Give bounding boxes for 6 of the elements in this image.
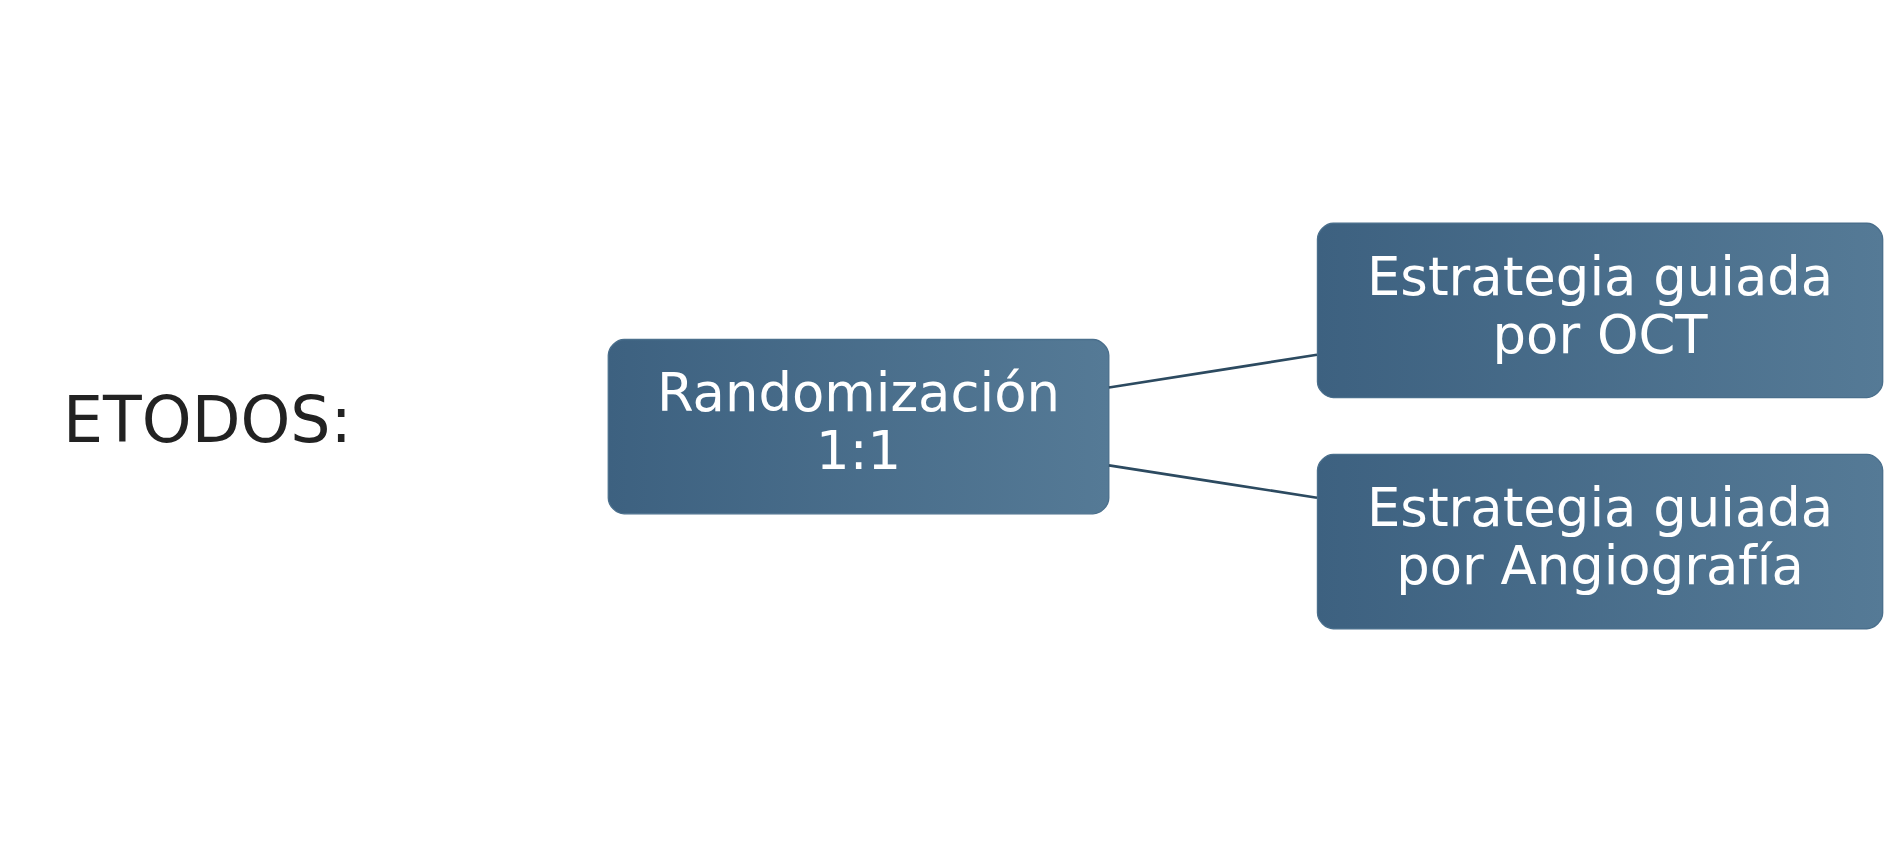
- connector: [1108, 352, 1318, 389]
- node-box: Estrategia guiada por OCT: [1316, 222, 1884, 398]
- label: ETODOS:: [63, 382, 352, 457]
- connector: [1108, 463, 1318, 499]
- node-box: Randomización 1:1: [607, 338, 1110, 514]
- node-box: Estrategia guiada por Angiografía: [1316, 453, 1884, 629]
